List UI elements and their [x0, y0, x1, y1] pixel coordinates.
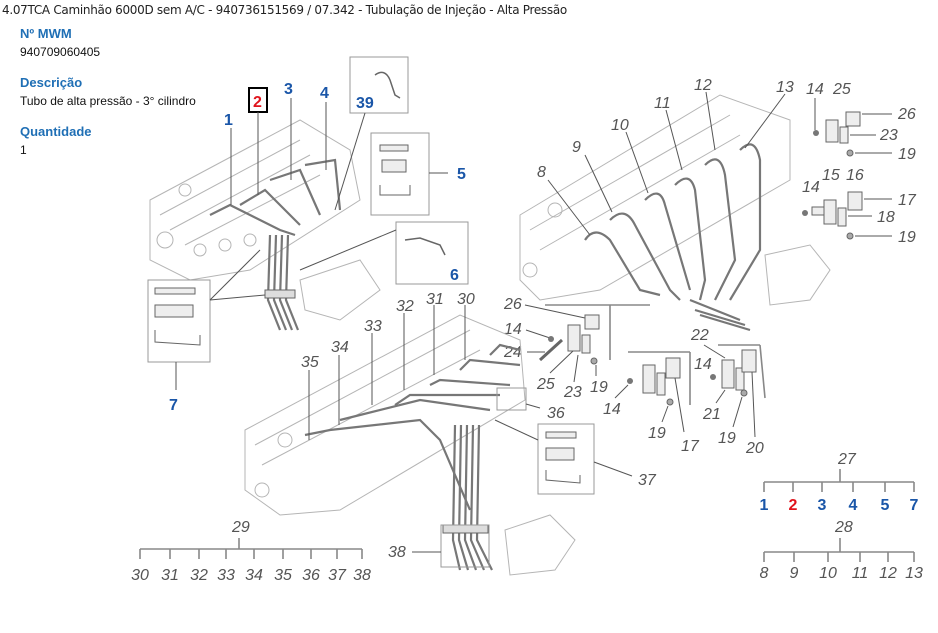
engine-top-left: [149, 119, 381, 331]
part-number-value: 940709060405: [20, 45, 101, 59]
callout-26[interactable]: 26: [503, 296, 522, 313]
callout-2-selected[interactable]: 2: [253, 94, 262, 111]
clamp-group-top: 14 25 26 23 19: [806, 81, 916, 163]
callout-13[interactable]: 13: [776, 79, 794, 96]
tree-child-31[interactable]: 31: [161, 567, 179, 584]
clamp-box-6: [395, 221, 469, 285]
description-label: Descrição: [20, 75, 83, 90]
tree-child-12[interactable]: 12: [879, 565, 897, 582]
tree-child-3[interactable]: 3: [818, 497, 827, 514]
tree-child-36[interactable]: 36: [302, 567, 320, 584]
callout-32[interactable]: 32: [396, 298, 414, 315]
pipe-callouts-right: 8 9 10 11 12 13: [537, 77, 794, 236]
callout-14[interactable]: 14: [504, 321, 522, 338]
callout-18[interactable]: 18: [877, 209, 895, 226]
callout-36[interactable]: 36: [547, 405, 565, 422]
tree-child-30[interactable]: 30: [131, 567, 149, 584]
tree-29-root[interactable]: 29: [231, 519, 250, 536]
callout-31[interactable]: 31: [426, 291, 444, 308]
callout-20[interactable]: 20: [745, 440, 764, 457]
callout-6[interactable]: 6: [450, 267, 459, 284]
quantity-label: Quantidade: [20, 124, 92, 139]
clamp-group-mid: 14 15 16 17 18 19: [802, 167, 917, 246]
callout-17[interactable]: 17: [898, 192, 917, 209]
callout-15[interactable]: 15: [822, 167, 840, 184]
clamp-group-lower-left: 26 14 24 25 23 19: [503, 296, 650, 401]
callout-35[interactable]: 35: [301, 354, 319, 371]
callout-34[interactable]: 34: [331, 339, 349, 356]
callout-14[interactable]: 14: [694, 356, 712, 373]
callout-25[interactable]: 25: [832, 81, 851, 98]
tree-child-7[interactable]: 7: [910, 497, 919, 514]
tree-28-root[interactable]: 28: [834, 519, 853, 536]
callout-14[interactable]: 14: [806, 81, 824, 98]
callout-3[interactable]: 3: [284, 81, 293, 98]
callout-14[interactable]: 14: [603, 401, 621, 418]
tree-child-32[interactable]: 32: [190, 567, 208, 584]
quantity-value: 1: [20, 143, 27, 157]
tree-child-5[interactable]: 5: [881, 497, 890, 514]
callout-33[interactable]: 33: [364, 318, 382, 335]
tree-child-37[interactable]: 37: [328, 567, 347, 584]
callout-30[interactable]: 30: [457, 291, 475, 308]
callout-14[interactable]: 14: [802, 179, 820, 196]
callout-7[interactable]: 7: [169, 397, 178, 414]
callout-9[interactable]: 9: [572, 139, 581, 156]
tree-27: 27 1 2 3 4 5 7: [760, 451, 919, 514]
callout-8[interactable]: 8: [537, 164, 546, 181]
tree-child-8[interactable]: 8: [760, 565, 769, 582]
callout-37[interactable]: 37: [638, 472, 657, 489]
callout-19[interactable]: 19: [718, 430, 736, 447]
part-details: Nº MWM 940709060405 Descrição Tubo de al…: [20, 26, 240, 173]
callout-19[interactable]: 19: [898, 146, 916, 163]
callout-22[interactable]: 22: [690, 327, 709, 344]
tree-child-10[interactable]: 10: [819, 565, 837, 582]
description-value: Tubo de alta pressão - 3° cilindro: [20, 94, 196, 108]
callout-19[interactable]: 19: [648, 425, 666, 442]
tree-28: 28 8 9 10 11 12 13: [760, 519, 923, 582]
page-title: 4.07TCA Caminhão 6000D sem A/C - 9407361…: [2, 3, 567, 17]
callout-21[interactable]: 21: [702, 406, 721, 423]
engine-bottom: [244, 314, 576, 576]
callout-39[interactable]: 39: [356, 95, 374, 112]
tree-child-35[interactable]: 35: [274, 567, 292, 584]
tree-child-4[interactable]: 4: [849, 497, 858, 514]
callout-16[interactable]: 16: [846, 167, 864, 184]
tree-29: 29 30 31 32 33 34 35 36 37 38: [131, 519, 371, 584]
tree-child-9[interactable]: 9: [790, 565, 799, 582]
callout-23[interactable]: 23: [563, 384, 582, 401]
clamp-box-37: [537, 423, 595, 495]
tree-child-2[interactable]: 2: [789, 497, 798, 514]
tree-child-38[interactable]: 38: [353, 567, 371, 584]
clamp-box-39: [349, 56, 409, 114]
callout-4[interactable]: 4: [320, 85, 329, 102]
pipe-callouts-bottom: 35 34 33 32 31 30: [301, 291, 475, 440]
tree-child-1[interactable]: 1: [760, 497, 769, 514]
callout-11[interactable]: 11: [654, 95, 671, 112]
tree-child-34[interactable]: 34: [245, 567, 263, 584]
callout-1[interactable]: 1: [224, 112, 233, 129]
callout-12[interactable]: 12: [694, 77, 712, 94]
tree-child-13[interactable]: 13: [905, 565, 923, 582]
callout-10[interactable]: 10: [611, 117, 629, 134]
callout-38[interactable]: 38: [388, 544, 406, 561]
part-number-label: Nº MWM: [20, 26, 72, 41]
tree-27-root[interactable]: 27: [837, 451, 857, 468]
callout-23[interactable]: 23: [879, 127, 898, 144]
clamp-group-lower-mid: 14 19 17: [603, 351, 700, 455]
callout-19[interactable]: 19: [590, 379, 608, 396]
callout-19[interactable]: 19: [898, 229, 916, 246]
clamp-box-5: [370, 132, 430, 216]
callout-17[interactable]: 17: [681, 438, 700, 455]
callout-5[interactable]: 5: [457, 166, 466, 183]
engine-right: [519, 94, 831, 332]
tree-child-33[interactable]: 33: [217, 567, 235, 584]
clamp-box-38: [440, 524, 490, 568]
callout-26[interactable]: 26: [897, 106, 916, 123]
tree-child-11[interactable]: 11: [852, 565, 869, 582]
clamp-box-7: [147, 279, 211, 363]
clamp-box-36: [496, 387, 527, 411]
callout-25[interactable]: 25: [536, 376, 555, 393]
clamp-group-lower-right: 22 14 21 19 20: [690, 327, 766, 457]
